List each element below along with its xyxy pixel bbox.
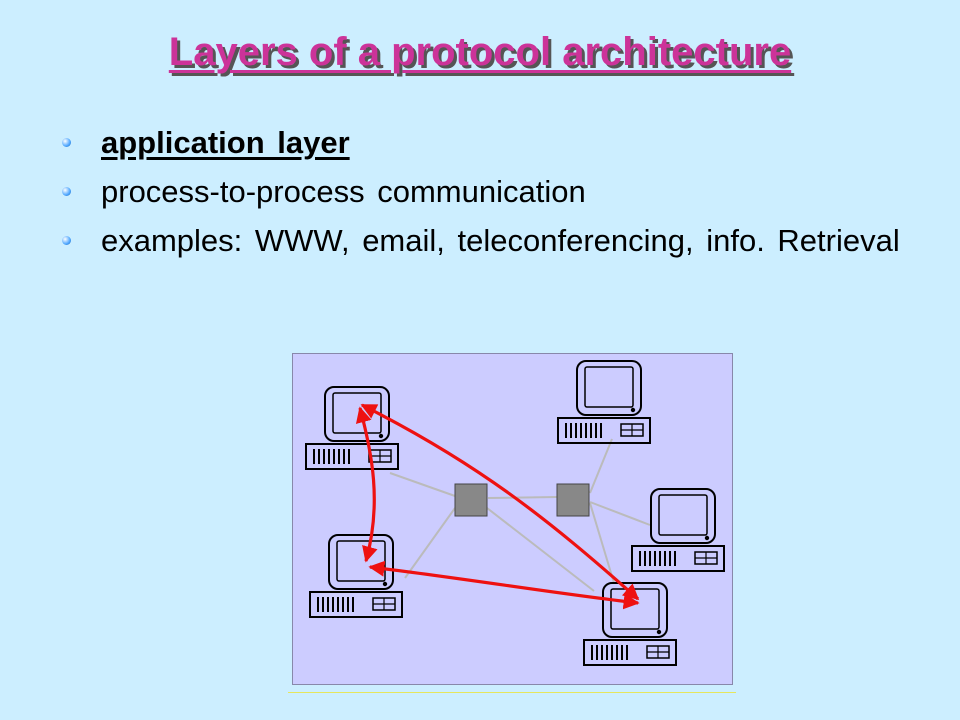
router-right-icon (556, 483, 590, 517)
bullet-list: application layer process-to-process com… (62, 124, 902, 271)
bullet-text: process-to-process communication (101, 174, 586, 209)
router-left-icon (454, 483, 488, 517)
bullet-icon (62, 138, 71, 147)
diagram-background (292, 353, 733, 685)
bullet-icon (62, 187, 71, 196)
slide-title: Layers of a protocol architecture (168, 30, 792, 74)
bullet-icon (62, 236, 71, 245)
flow-arrow (368, 560, 640, 610)
bullet-text: examples: WWW, email, teleconferencing, … (101, 223, 900, 258)
bullet-item: examples: WWW, email, teleconferencing, … (62, 222, 902, 259)
bullet-item: application layer (62, 124, 902, 161)
bullet-item: process-to-process communication (62, 173, 902, 210)
network-diagram (292, 353, 733, 685)
footer-divider (288, 692, 736, 693)
bullet-text: application layer (101, 125, 350, 160)
